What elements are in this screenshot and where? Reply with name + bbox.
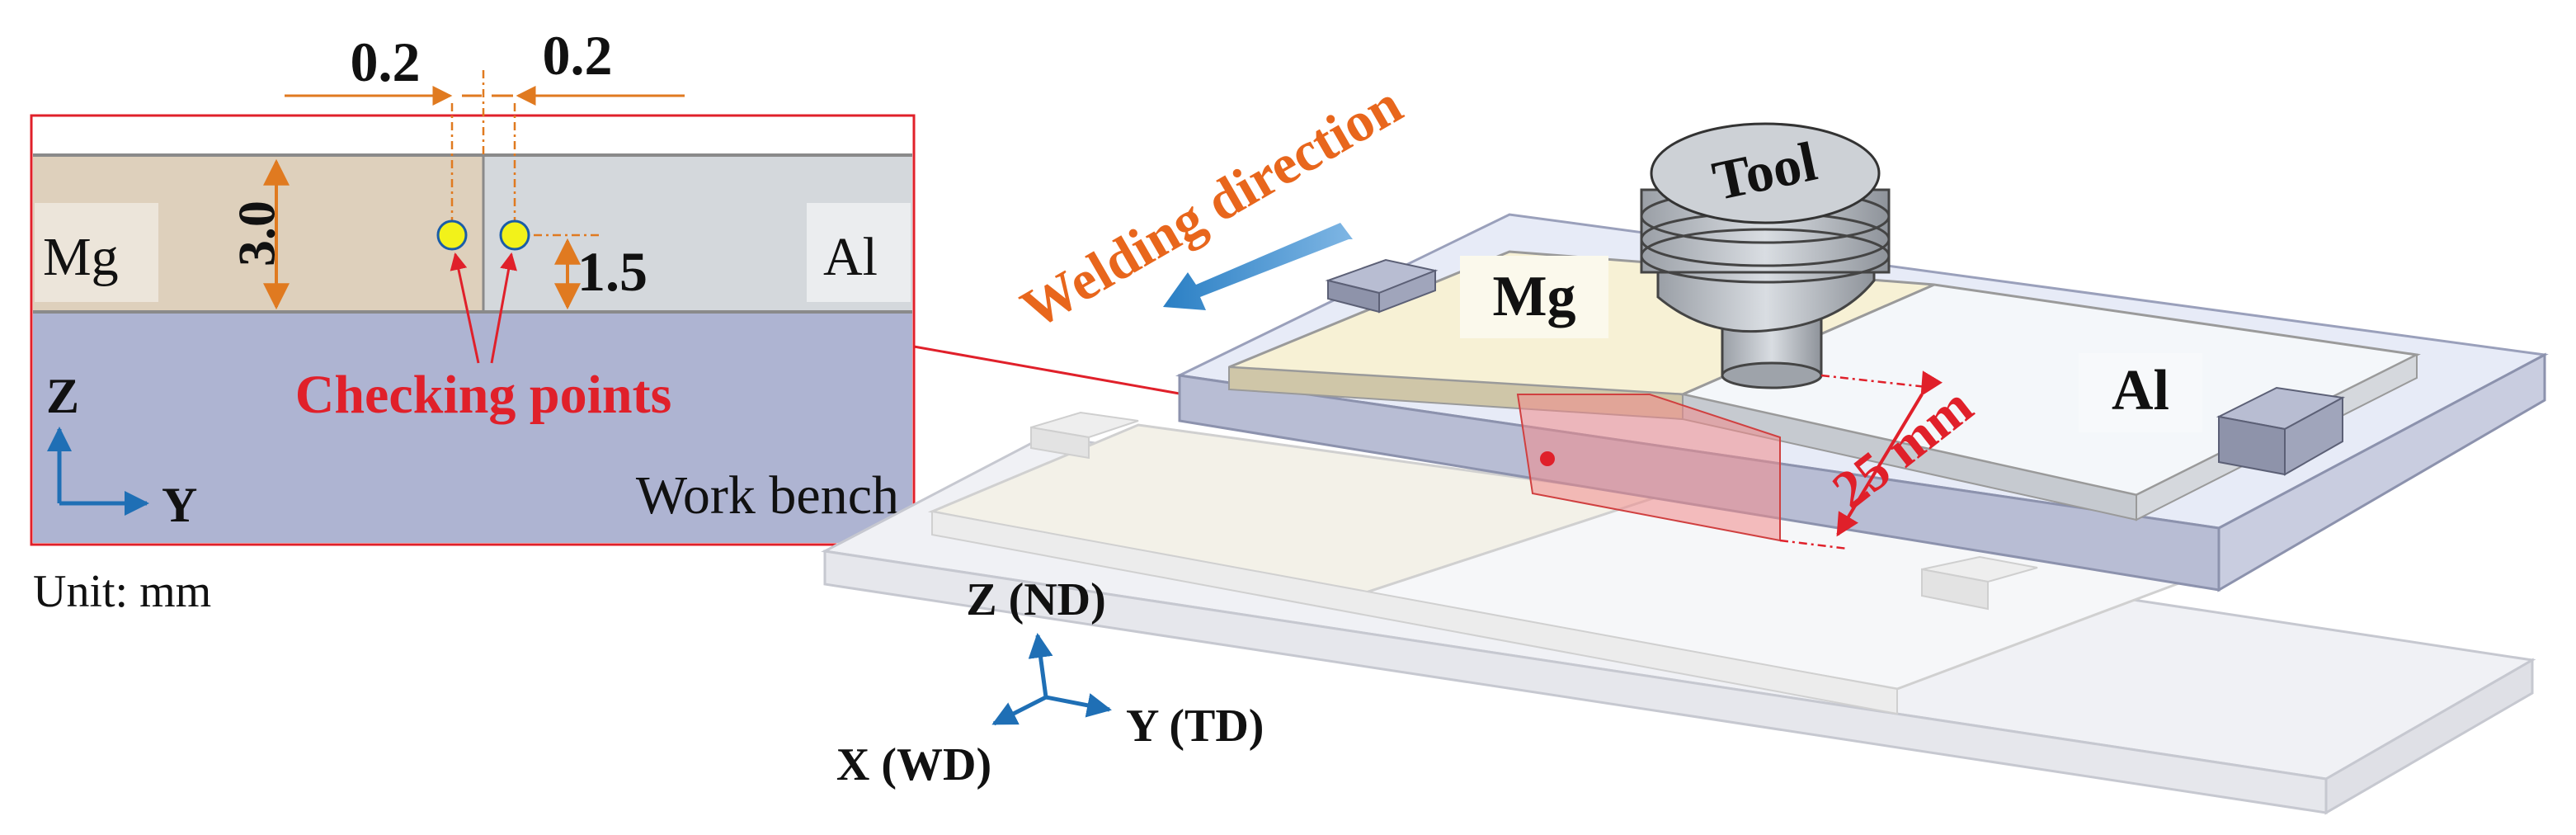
- cross-section-inset: Mg Al 3.0 0.2 0.2 1.5 Checking points Z …: [30, 24, 916, 546]
- checking-points-label: Checking points: [295, 365, 672, 425]
- clamp-back-side: [1378, 269, 1436, 314]
- point-height-value: 1.5: [577, 240, 648, 303]
- welding-direction-arrow: [1163, 223, 1353, 310]
- inset-mg-label: Mg: [43, 227, 119, 287]
- inset-z-label: Z: [46, 369, 79, 423]
- height-dimension-value: 3.0: [228, 200, 286, 267]
- inset-y-label: Y: [162, 478, 197, 532]
- unit-label: Unit: mm: [33, 566, 211, 617]
- fsw-3d-scene: Tool Mg Al 25 mm Welding direction Z (ND…: [821, 73, 2549, 815]
- mg-label-bg: [35, 203, 158, 302]
- mg-label-bg-3d: [1460, 256, 1608, 338]
- checking-arrow-left: [450, 252, 480, 364]
- checking-point-mg: [436, 219, 468, 251]
- clamp-right-side: [2284, 396, 2343, 476]
- scene-mg-label: Mg: [1492, 265, 1575, 328]
- ghost-plate-front: [931, 510, 1898, 715]
- work-bench-side: [2217, 352, 2546, 592]
- al-label-bg-3d: [2079, 353, 2202, 432]
- scene-y-label: Y (TD): [1126, 701, 1264, 752]
- scene-z-axis: [1028, 633, 1053, 698]
- al-label-bg: [807, 203, 911, 302]
- distance-dimension-line: [1836, 370, 1943, 537]
- tool-ring-2: [1640, 228, 1891, 284]
- section-point: [1540, 451, 1555, 466]
- ghost-clamp-left-front: [1030, 426, 1090, 460]
- section-plane: [1516, 394, 1781, 542]
- left-offset-value: 0.2: [351, 31, 421, 93]
- checking-point-al: [499, 219, 530, 251]
- scene-y-axis: [1045, 693, 1112, 718]
- inset-al-label: Al: [823, 227, 878, 287]
- scene-x-axis: [991, 695, 1048, 726]
- ghost-clamp-right-front: [1921, 568, 1989, 611]
- tool: Tool: [1640, 122, 1891, 389]
- tool-top: [1650, 122, 1881, 224]
- scene-al-label: Al: [2112, 359, 2169, 422]
- work-bench-label: Work bench: [636, 465, 899, 526]
- tool-tip: [1721, 361, 1823, 389]
- checking-arrow-right: [490, 252, 517, 364]
- scene-z-label: Z (ND): [966, 574, 1106, 625]
- scene-x-label: X (WD): [836, 739, 991, 790]
- work-bench-section: [33, 314, 912, 543]
- base-plate-side: [2324, 658, 2534, 815]
- right-offset-value: 0.2: [543, 24, 613, 87]
